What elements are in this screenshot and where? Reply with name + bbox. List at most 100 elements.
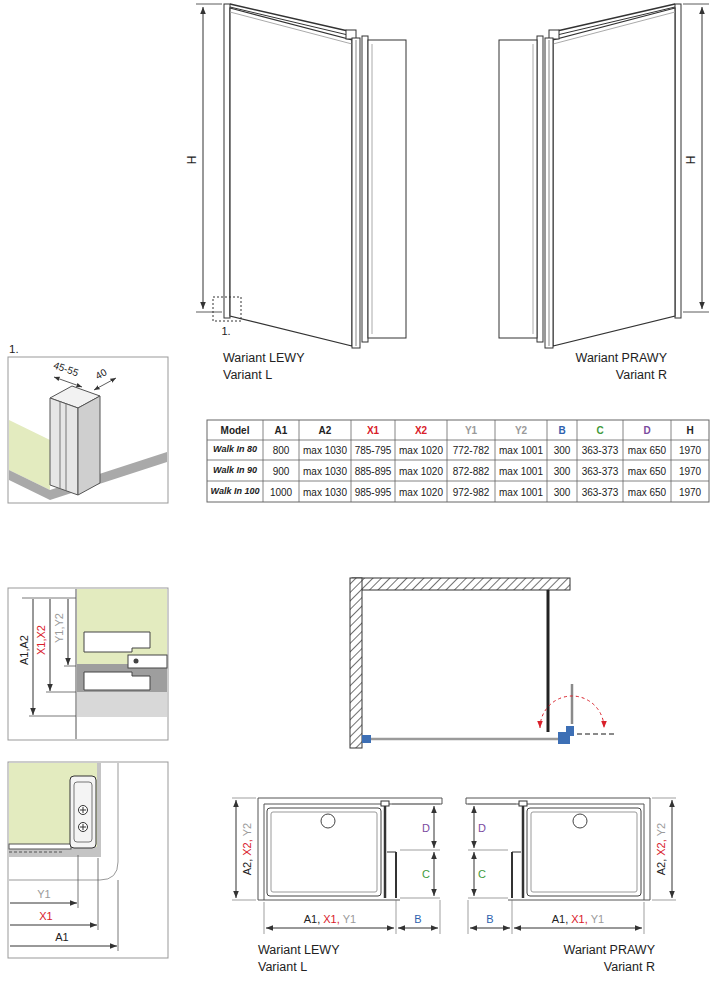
spec-table-grid — [263, 420, 264, 502]
table-cell: 772-782 — [453, 445, 490, 456]
table-cell: max 1020 — [399, 486, 443, 497]
swing-plan — [547, 590, 550, 732]
dimension-label: X1,X2 — [35, 625, 47, 655]
dimension-label: C — [478, 868, 486, 880]
table-cell: max 650 — [628, 486, 666, 497]
wall-profile-detail — [128, 655, 167, 668]
table-cell: 1970 — [679, 465, 701, 476]
hinge-detail — [10, 946, 117, 947]
swing-plan — [577, 733, 614, 735]
table-cell: max 1001 — [499, 486, 543, 497]
profile-detail — [66, 404, 67, 491]
dimension-group: A1,X1,Y1 — [304, 913, 357, 925]
hinge-detail — [9, 844, 71, 849]
spec-table-grid — [207, 460, 709, 461]
hinge-detail — [98, 858, 99, 930]
table-cell: 972-982 — [453, 486, 490, 497]
table-cell: 363-373 — [582, 486, 619, 497]
spec-table-grid — [447, 420, 448, 502]
hinge-detail — [118, 880, 119, 951]
dimension-group: A2,X2,Y2 — [241, 823, 253, 876]
table-cell: 1970 — [679, 486, 701, 497]
callout-number: 1. — [221, 325, 230, 337]
dimension-label: Y1 — [343, 913, 356, 925]
table-cell: 363-373 — [582, 465, 619, 476]
panel-figures — [213, 297, 241, 321]
dimension-label: X2, — [655, 839, 667, 856]
spec-table-grid — [395, 420, 396, 502]
table-cell: 900 — [273, 465, 290, 476]
table-cell: max 1030 — [303, 445, 347, 456]
table-cell: 800 — [273, 445, 290, 456]
table-header: A1 — [275, 425, 288, 436]
table-cell: max 1001 — [499, 465, 543, 476]
wall-profile-detail — [22, 598, 76, 599]
panel-figures — [499, 4, 709, 348]
table-cell: Walk In 90 — [213, 466, 257, 476]
table-cell: 885-895 — [355, 465, 392, 476]
swing-plan — [566, 726, 574, 736]
dimension-label: Y1 — [37, 888, 50, 900]
spec-table-grid — [577, 420, 578, 502]
spec-table-grid — [351, 420, 352, 502]
dimension-label: A2, — [655, 859, 667, 876]
table-header: X1 — [367, 425, 379, 436]
dimension-label: C — [422, 868, 430, 880]
spec-table-grid — [671, 420, 672, 502]
table-header: H — [686, 425, 693, 436]
table-cell: 985-995 — [355, 486, 392, 497]
dimension-label: A2, — [241, 859, 253, 876]
swing-plan — [540, 696, 604, 728]
table-cell: 785-795 — [355, 445, 392, 456]
table-cell: Walk In 100 — [211, 487, 260, 497]
table-cell: max 1030 — [303, 486, 347, 497]
wall-profile-detail — [8, 588, 168, 740]
profile-detail — [50, 398, 78, 495]
variant-caption: Wariant PRAWY — [564, 944, 655, 958]
dimension-label: H — [685, 156, 698, 165]
table-cell: 300 — [554, 445, 571, 456]
hinge-detail — [10, 925, 97, 926]
wall-profile-detail — [29, 716, 76, 717]
table-cell: Walk In 80 — [213, 445, 257, 455]
table-cell: max 1020 — [399, 465, 443, 476]
tray-plans — [466, 798, 676, 934]
spec-table-grid — [547, 420, 548, 502]
panel-figures — [196, 4, 709, 348]
wall-profile-detail — [8, 588, 168, 740]
hinge-detail — [80, 824, 86, 830]
variant-caption: Wariant PRAWY — [576, 352, 667, 366]
table-cell: 300 — [554, 486, 571, 497]
tray-plans — [232, 798, 676, 934]
variant-caption: Variant R — [616, 369, 667, 383]
dimension-label: X1, — [571, 913, 588, 925]
table-header: C — [596, 425, 603, 436]
profile-detail — [60, 402, 61, 489]
wall-profile-detail — [33, 599, 34, 715]
hinge-detail — [9, 763, 97, 847]
profile-detail — [54, 377, 82, 387]
hinge-detail — [9, 852, 64, 853]
profile-detail — [78, 396, 100, 495]
dimension-label: A1,A2 — [18, 635, 30, 665]
dimension-label: Y1 — [591, 913, 604, 925]
table-header: Y1 — [465, 425, 477, 436]
dimension-label: H — [186, 156, 199, 165]
table-header: X2 — [415, 425, 427, 436]
table-cell: max 650 — [628, 445, 666, 456]
spec-table-grid — [623, 420, 624, 502]
wall-profile-detail — [134, 659, 139, 664]
wall-profile-detail — [77, 589, 167, 664]
spec-table-grid — [207, 440, 709, 441]
hinge-detail — [8, 762, 168, 958]
swing-plan — [370, 738, 560, 741]
spec-table-grid — [495, 420, 496, 502]
hinge-detail — [79, 823, 88, 832]
panel-figures — [196, 4, 406, 348]
spec-table-grid — [207, 420, 709, 502]
table-header: Y2 — [515, 425, 527, 436]
dimension-label: 40 — [93, 367, 108, 382]
dimension-label: B — [414, 913, 421, 925]
dimension-label: X1 — [39, 910, 52, 922]
